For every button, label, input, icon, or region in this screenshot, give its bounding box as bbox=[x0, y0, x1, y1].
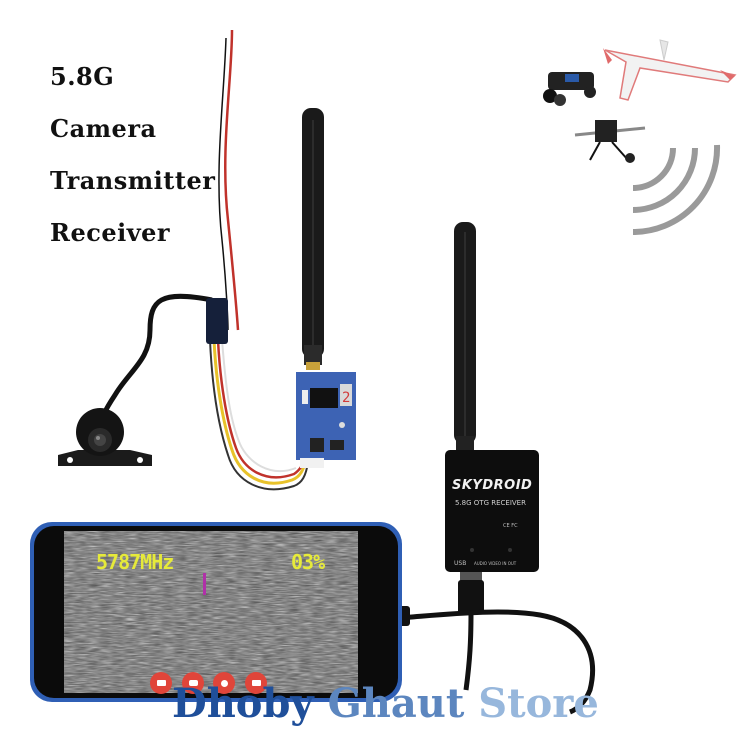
receiver-antenna bbox=[454, 222, 476, 452]
receiver-model: 5.8G OTG RECEIVER bbox=[455, 499, 526, 507]
camera bbox=[58, 408, 152, 466]
receiver-port-desc: AUDIO VIDEO IN OUT bbox=[474, 561, 517, 566]
picture-in-picture-button[interactable] bbox=[245, 672, 267, 694]
watermark-word-2: Ghaut bbox=[327, 680, 465, 727]
svg-text:2: 2 bbox=[342, 390, 350, 406]
settings-icon bbox=[220, 679, 228, 687]
watermark-word-1: Dhoby bbox=[172, 680, 314, 727]
receiver-body bbox=[445, 450, 539, 572]
receiver-usb-label: USB bbox=[454, 560, 467, 567]
headline-line-4: Receiver bbox=[50, 218, 171, 247]
headline-line-1: 5.8G bbox=[50, 62, 115, 91]
osd-signal-strength: 03% bbox=[291, 550, 325, 574]
headline-line-2: Camera bbox=[50, 114, 157, 143]
transmitter-antenna bbox=[302, 108, 324, 370]
watermark-word-3: Store bbox=[478, 680, 599, 727]
picture-in-picture-icon bbox=[251, 680, 261, 686]
video-record-icon bbox=[156, 680, 166, 686]
receiver-brand: SKYDROID bbox=[452, 478, 533, 493]
record-video-button[interactable] bbox=[150, 672, 172, 694]
rc-airplane bbox=[603, 39, 737, 101]
rc-quadcopter bbox=[574, 120, 646, 163]
usb-cable bbox=[390, 572, 596, 715]
transmitter-board: 2 bbox=[296, 372, 356, 468]
osd-cursor bbox=[203, 573, 206, 595]
wires-top bbox=[218, 29, 240, 331]
wire-harness bbox=[209, 339, 309, 491]
osd-frequency: 5787MHz bbox=[96, 550, 174, 574]
headline-line-3: Transmitter bbox=[50, 166, 216, 195]
camera-icon bbox=[188, 680, 198, 686]
settings-button[interactable] bbox=[213, 672, 235, 694]
camera-cable bbox=[97, 293, 213, 431]
rc-car bbox=[543, 72, 596, 106]
store-watermark: Dhoby Ghaut Store bbox=[172, 680, 599, 728]
signal-waves-icon bbox=[632, 144, 721, 235]
take-photo-button[interactable] bbox=[182, 672, 204, 694]
wire-connector bbox=[206, 298, 228, 344]
receiver-cert-badge: CE FC bbox=[503, 523, 518, 529]
